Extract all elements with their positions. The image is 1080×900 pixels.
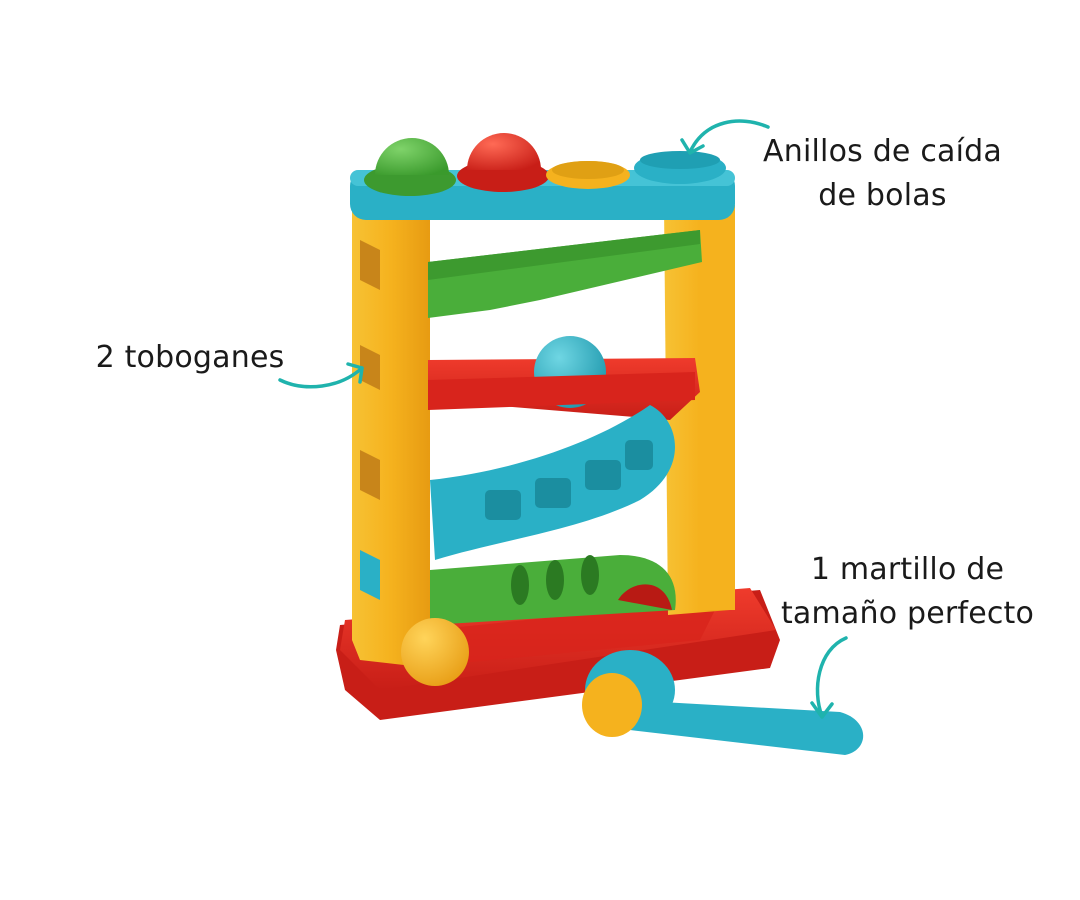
yellow-ball	[401, 618, 469, 686]
red-ring-ball	[457, 133, 549, 192]
label-rings: Anillos de caída de bolas	[745, 130, 1020, 218]
right-pillar	[664, 205, 735, 615]
arrow-slides-icon	[278, 366, 364, 389]
yellow-ring	[546, 161, 630, 189]
arrow-hammer-icon	[815, 636, 848, 718]
label-slides-text: 2 toboganes	[95, 340, 285, 375]
label-slides: 2 toboganes	[85, 336, 295, 380]
hammer	[582, 650, 864, 755]
label-rings-line2: de bolas	[818, 178, 947, 213]
left-pillar	[352, 205, 430, 668]
blue-ring	[634, 151, 726, 184]
arrow-rings-icon	[688, 119, 770, 154]
green-ring-ball	[364, 138, 456, 196]
label-hammer-line2: tamaño perfecto	[780, 596, 1035, 631]
label-rings-line1: Anillos de caída	[763, 134, 1002, 169]
label-hammer: 1 martillo de tamaño perfecto	[765, 548, 1050, 636]
label-hammer-line1: 1 martillo de	[810, 552, 1005, 587]
